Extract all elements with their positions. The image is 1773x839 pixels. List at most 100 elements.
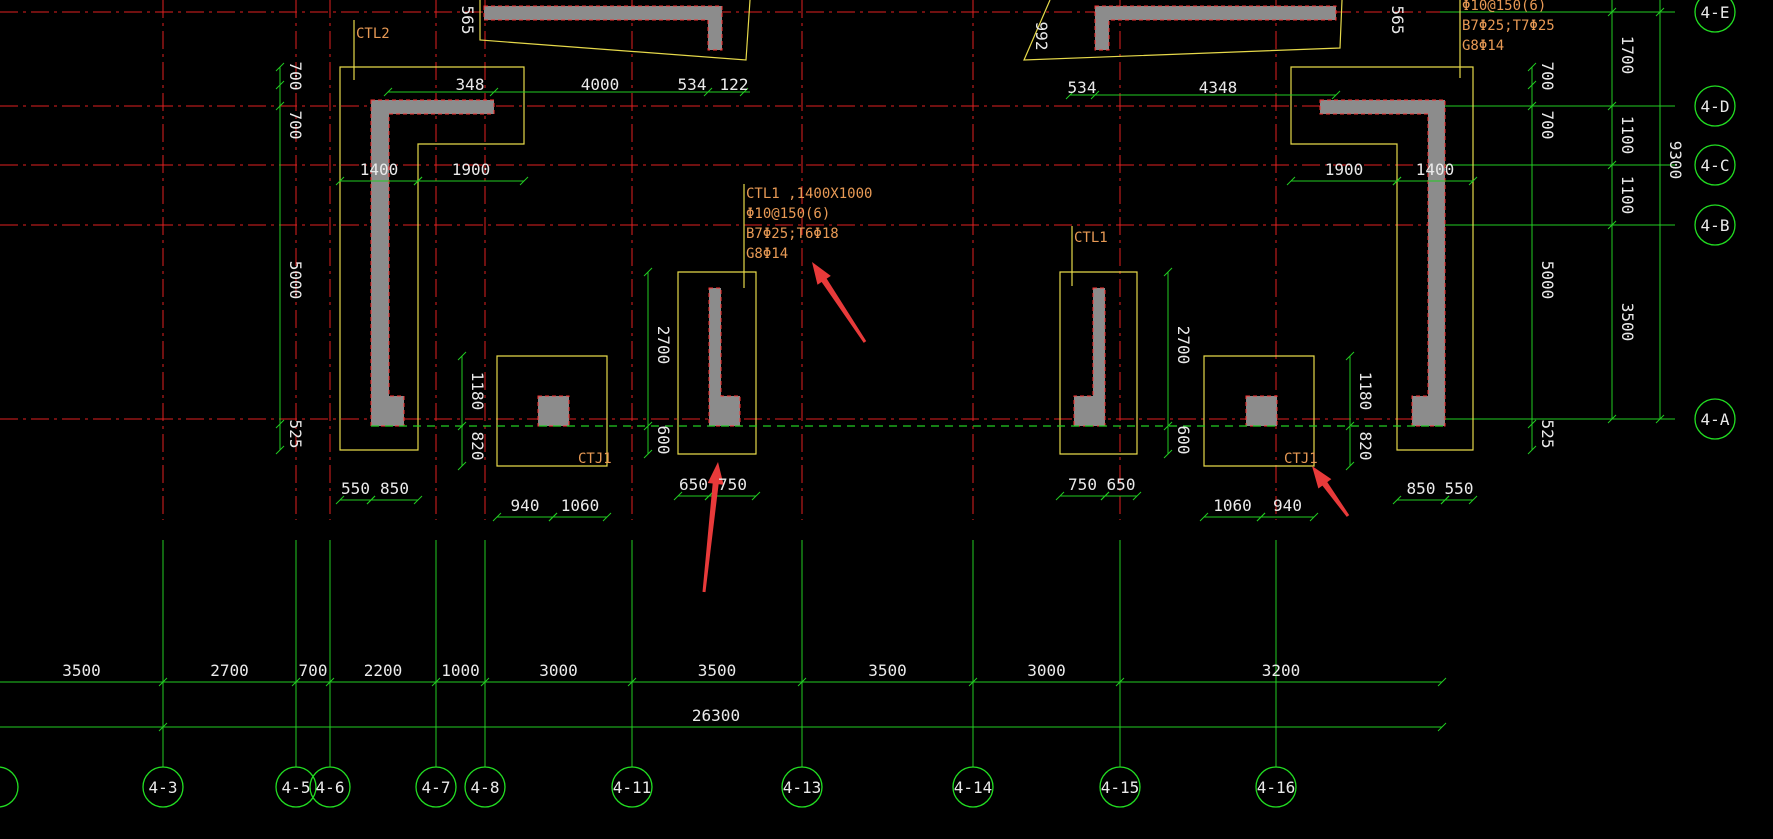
dim-tick xyxy=(431,677,441,687)
dim-text: 1060 xyxy=(561,496,600,515)
dim-text: 700 xyxy=(286,62,305,91)
dim-text-bottom: 3500 xyxy=(868,661,907,680)
dim-tick xyxy=(1468,176,1478,186)
dim-text: 1900 xyxy=(452,160,491,179)
dim-text: 4000 xyxy=(581,75,620,94)
grid-bubble-label: 4-A xyxy=(1701,410,1730,429)
dim-text: 650 xyxy=(1107,475,1136,494)
dim-tick xyxy=(335,495,345,505)
foundation-outline xyxy=(1290,66,1474,451)
dim-text-bottom: 3500 xyxy=(698,661,737,680)
label-ctl1-note: B7Φ25;T6Φ18 xyxy=(746,226,839,242)
grid-bubble-label: 4-C xyxy=(1701,156,1730,175)
dim-text: 700 xyxy=(1538,62,1557,91)
dim-text: 750 xyxy=(1068,475,1097,494)
dim-tick xyxy=(602,512,612,522)
dim-tick xyxy=(275,445,285,455)
dim-tick xyxy=(1065,90,1075,100)
dim-text: 525 xyxy=(286,420,305,449)
dim-text: 600 xyxy=(654,426,673,455)
dim-text-right: 1100 xyxy=(1618,176,1637,215)
dim-tick xyxy=(1115,677,1125,687)
dim-text: 525 xyxy=(1538,420,1557,449)
dimension-lines xyxy=(0,0,1665,732)
grid-bubble-4-3 xyxy=(142,766,184,808)
dim-tick xyxy=(1345,421,1355,431)
dim-tick xyxy=(457,421,467,431)
dim-tick xyxy=(1199,512,1209,522)
foundation-outline xyxy=(1203,355,1315,467)
red-arrow-icon xyxy=(812,262,867,343)
label-ctl1-note: G8Φ14 xyxy=(746,246,788,262)
dim-tick xyxy=(383,87,393,97)
dim-tick xyxy=(643,421,653,431)
dim-tick xyxy=(275,101,285,111)
dim-tick xyxy=(1527,419,1537,429)
dim-tick xyxy=(492,512,502,522)
dim-tick xyxy=(1527,445,1537,455)
dim-tick xyxy=(1392,176,1402,186)
dim-tick xyxy=(1437,722,1447,732)
dim-tick xyxy=(158,677,168,687)
dim-tick xyxy=(457,351,467,361)
grid-bubble-4-15 xyxy=(1099,766,1141,808)
shear-wall xyxy=(1245,395,1278,427)
dim-tick xyxy=(1527,101,1537,111)
shear-walls xyxy=(370,5,1446,427)
dim-tick xyxy=(1440,495,1450,505)
dim-tick xyxy=(627,677,637,687)
dim-tick xyxy=(1132,491,1142,501)
dim-text: 2700 xyxy=(1174,326,1193,365)
dim-text: 650 xyxy=(679,475,708,494)
annotation-arrows xyxy=(702,262,1350,593)
dim-text: 534 xyxy=(1068,78,1097,97)
shear-wall xyxy=(1319,99,1446,427)
foundation-outline xyxy=(496,355,608,467)
dim-tick xyxy=(1607,414,1617,424)
dim-tick xyxy=(1607,7,1617,17)
red-arrow-icon xyxy=(702,462,724,593)
label-top-right-note: Φ10@150(6) xyxy=(1462,0,1546,14)
grid-bubble-label: 4-5 xyxy=(282,778,311,797)
dim-tick xyxy=(1055,491,1065,501)
grid-bubble-4-14 xyxy=(952,766,994,808)
dim-text: 5000 xyxy=(286,261,305,300)
foundation-outline xyxy=(339,66,525,451)
dim-text: 565 xyxy=(1388,6,1407,35)
foundation-outlines xyxy=(339,0,1474,467)
dim-tick xyxy=(1345,351,1355,361)
dim-text: 600 xyxy=(1174,426,1193,455)
dim-text: 534 xyxy=(678,75,707,94)
dim-text-bottom: 2700 xyxy=(210,661,249,680)
dim-tick xyxy=(968,677,978,687)
shear-wall xyxy=(1073,287,1106,427)
dim-text: 5000 xyxy=(1538,261,1557,300)
dim-text-right: 1100 xyxy=(1618,116,1637,155)
dim-text: 2700 xyxy=(654,326,673,365)
grid-bubble-4-e xyxy=(1694,0,1736,33)
dim-text: 850 xyxy=(380,479,409,498)
grid-bubble-4-5 xyxy=(275,766,317,808)
dim-text: 820 xyxy=(468,432,487,461)
dim-text: 122 xyxy=(720,75,749,94)
label-ctl1-note: CTL1 ,1400X1000 xyxy=(746,186,872,202)
dim-tick xyxy=(1163,267,1173,277)
dim-text: 550 xyxy=(1445,479,1474,498)
label-ctl2: CTL2 xyxy=(356,26,390,42)
grid-bubble-label: 4-D xyxy=(1701,97,1730,116)
dim-text: 940 xyxy=(1273,496,1302,515)
dim-tick xyxy=(413,495,423,505)
dim-tick xyxy=(1286,176,1296,186)
dim-tick xyxy=(1392,495,1402,505)
dim-tick xyxy=(1090,90,1100,100)
dim-tick xyxy=(335,176,345,186)
grid-bubble-label: 4-6 xyxy=(316,778,345,797)
dim-text: 348 xyxy=(456,75,485,94)
red-arrow-icon xyxy=(1312,466,1350,517)
dim-text: 700 xyxy=(286,111,305,140)
dim-tick xyxy=(703,87,713,97)
label-ctl1-note: Φ10@150(6) xyxy=(746,206,830,222)
